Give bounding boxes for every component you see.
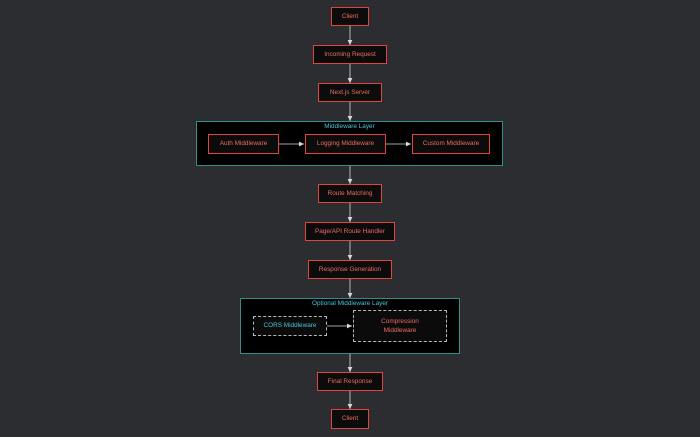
logging-middleware-node: Logging Middleware bbox=[305, 134, 386, 154]
client-bottom-node: Client bbox=[331, 409, 369, 429]
compression-middleware-node: Compression Middleware bbox=[353, 310, 447, 342]
auth-middleware-node: Auth Middleware bbox=[208, 134, 279, 154]
custom-middleware-node: Custom Middleware bbox=[412, 134, 490, 154]
page-api-route-handler-node: Page/API Route Handler bbox=[305, 222, 395, 241]
nextjs-server-node: Next.js Server bbox=[318, 83, 382, 102]
route-matching-node: Route Matching bbox=[318, 184, 382, 203]
response-generation-node: Response Generation bbox=[308, 260, 392, 279]
final-response-node: Final Response bbox=[317, 372, 383, 391]
incoming-request-node: Incoming Request bbox=[313, 45, 387, 64]
client-top-node: Client bbox=[331, 7, 369, 26]
optional-middleware-layer-title: Optional Middleware Layer bbox=[311, 300, 389, 307]
cors-middleware-node: CORS Middleware bbox=[253, 316, 327, 336]
middleware-layer-title: Middleware Layer bbox=[324, 123, 375, 130]
